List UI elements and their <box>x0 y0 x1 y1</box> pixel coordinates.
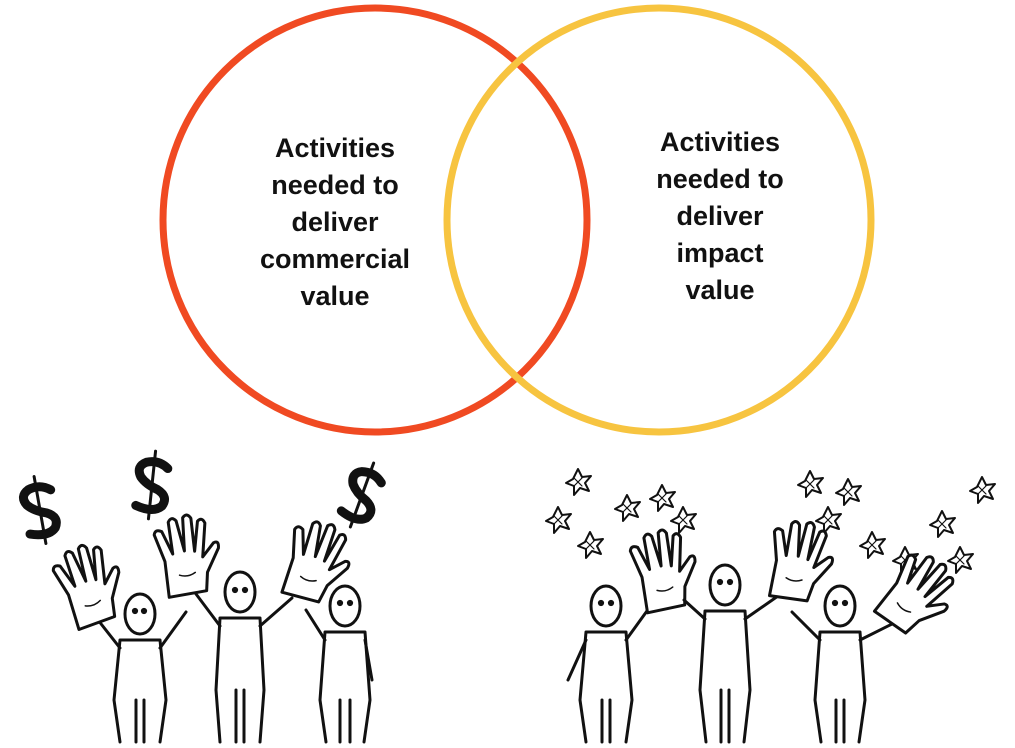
commercial-label-line: Activities <box>274 133 396 163</box>
person-figure <box>194 570 294 744</box>
commercial-label-line: commercial <box>259 244 411 274</box>
commercial-label-line: needed to <box>271 170 399 200</box>
star-icon <box>858 530 887 560</box>
impact-label-line: impact <box>676 238 764 268</box>
impact-label-line: value <box>685 275 755 305</box>
impact-value-label: Activities needed to deliver impact valu… <box>620 124 820 309</box>
star-icon <box>928 509 957 539</box>
person-figure <box>790 584 894 744</box>
person-figure <box>304 584 374 744</box>
star-icon <box>576 530 605 560</box>
star-icon <box>796 469 825 499</box>
commercial-value-circle <box>159 4 591 436</box>
star-icon <box>968 475 997 505</box>
star-icon <box>564 467 593 497</box>
star-icon <box>834 477 863 507</box>
star-icon <box>544 505 573 535</box>
impact-value-circle <box>443 4 875 436</box>
star-icon <box>814 505 843 535</box>
impact-label-line: deliver <box>676 201 764 231</box>
commercial-value-label: Activities needed to deliver commercial … <box>235 130 435 315</box>
commercial-label-line: value <box>300 281 370 311</box>
person-figure <box>566 584 654 744</box>
star-icon <box>946 545 975 575</box>
person-figure <box>96 592 188 744</box>
star-icon <box>613 493 642 523</box>
commercial-label-line: deliver <box>291 207 379 237</box>
impact-label-line: needed to <box>656 164 784 194</box>
person-figure <box>682 563 780 744</box>
star-icon <box>669 505 698 535</box>
star-icon <box>648 483 677 513</box>
raised-hand-icon <box>625 522 706 616</box>
impact-label-line: Activities <box>659 127 781 157</box>
